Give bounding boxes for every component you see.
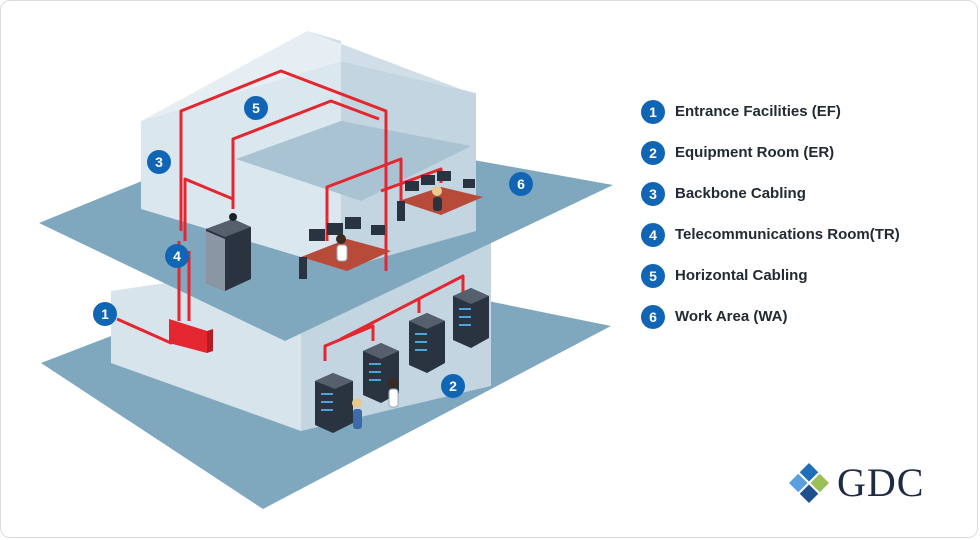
- legend-label: Horizontal Cabling: [675, 267, 808, 284]
- upper-left-wall: [141, 61, 341, 269]
- upper-roof-edge: [141, 31, 341, 121]
- horizontal-cable-inner: [231, 99, 380, 209]
- legend-number-badge: 4: [641, 222, 665, 247]
- upper-inner-floor: [236, 121, 471, 201]
- legend: 1 Entrance Facilities (EF) 2 Equipment R…: [641, 91, 961, 337]
- work-area-cable-a: [325, 157, 403, 241]
- legend-item-backbone-cabling: 3 Backbone Cabling: [641, 173, 961, 214]
- backbone-cable-a: [183, 177, 234, 241]
- equipment-racks: [315, 288, 489, 433]
- legend-number-badge: 1: [641, 99, 665, 124]
- legend-number-badge: 3: [641, 181, 665, 206]
- legend-item-equipment-room: 2 Equipment Room (ER): [641, 132, 961, 173]
- legend-item-entrance-facilities: 1 Entrance Facilities (EF): [641, 91, 961, 132]
- marker-4[interactable]: 4: [165, 244, 189, 268]
- marker-3[interactable]: 3: [147, 150, 171, 174]
- gdc-logo: GDC: [787, 459, 924, 506]
- legend-item-work-area: 6 Work Area (WA): [641, 296, 961, 337]
- legend-label: Telecommunications Room(TR): [675, 226, 900, 243]
- gdc-logo-text: GDC: [837, 460, 925, 505]
- legend-label: Equipment Room (ER): [675, 144, 835, 161]
- legend-label: Backbone Cabling: [675, 185, 806, 202]
- marker-1[interactable]: 1: [93, 302, 117, 326]
- marker-2[interactable]: 2: [441, 374, 465, 398]
- legend-item-horizontal-cabling: 5 Horizontal Cabling: [641, 255, 961, 296]
- marker-6[interactable]: 6: [509, 172, 533, 196]
- legend-number-badge: 2: [641, 140, 665, 165]
- entrance-facility-box-side: [207, 329, 213, 353]
- telecom-rack: [206, 213, 251, 291]
- upper-back-wall: [307, 31, 476, 93]
- legend-item-telecommunications-room: 4 Telecommunications Room(TR): [641, 214, 961, 255]
- work-area-desks: [299, 171, 483, 279]
- marker-5[interactable]: 5: [244, 96, 268, 120]
- legend-label: Work Area (WA): [675, 308, 788, 325]
- cabling: [116, 69, 465, 361]
- gdc-logo-mark-icon: [789, 462, 829, 503]
- legend-number-badge: 6: [641, 304, 665, 329]
- legend-number-badge: 5: [641, 263, 665, 288]
- entrance-facility-box: [169, 319, 207, 353]
- legend-label: Entrance Facilities (EF): [675, 103, 841, 120]
